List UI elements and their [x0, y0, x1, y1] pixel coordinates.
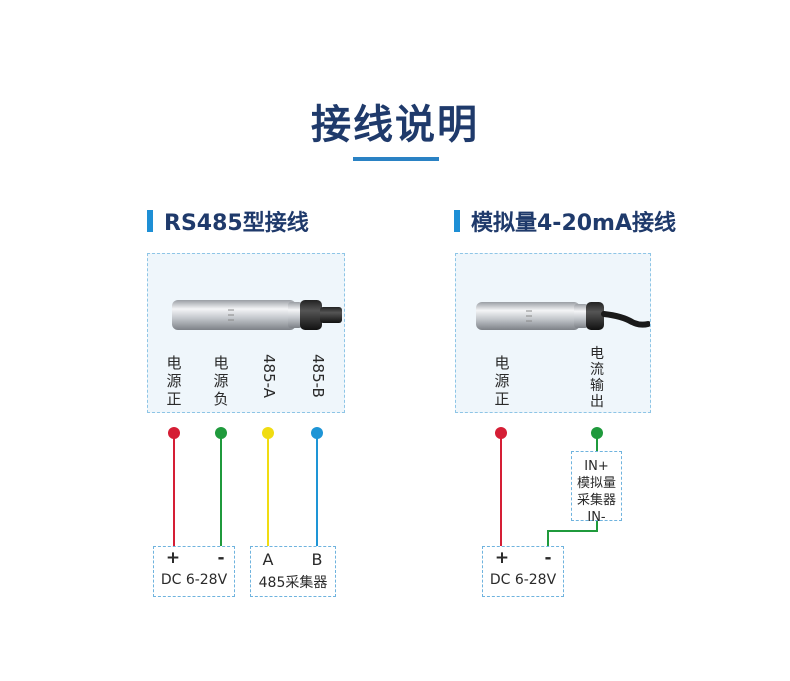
power-plus-symbol: +	[494, 548, 510, 568]
collector-label-collector: 采集器	[576, 493, 616, 508]
rs485-power-supply-box: + - DC 6-28V	[153, 546, 235, 597]
wire-current-output	[596, 433, 598, 451]
terminal-dot-green	[591, 427, 603, 439]
power-minus-symbol: -	[217, 548, 225, 568]
wire-power-positive	[500, 433, 502, 546]
pressure-transmitter-probe-icon	[476, 302, 650, 330]
title-underline	[353, 157, 439, 161]
analog-collector-box: IN+ 模拟量 采集器 IN-	[571, 451, 622, 525]
label-power-negative: 电源负	[213, 354, 229, 408]
terminal-dot-red	[495, 427, 507, 439]
wire-return-down	[547, 530, 549, 546]
label-485-b: 485-B	[309, 354, 327, 398]
rs485-collector-box: A B 485采集器	[250, 546, 336, 597]
wire-485-a	[267, 433, 269, 546]
wire-return-vertical	[596, 521, 598, 531]
terminal-dot-blue	[311, 427, 323, 439]
terminal-dot-green	[215, 427, 227, 439]
analog-power-supply-box: + - DC 6-28V	[482, 546, 564, 597]
terminal-dot-red	[168, 427, 180, 439]
power-plus-symbol: +	[165, 548, 181, 568]
wire-return-horizontal	[547, 530, 598, 532]
analog-sensor-panel: 电源正 电流输出	[455, 253, 651, 413]
collector-terminal-a: A	[262, 550, 274, 569]
analog-heading: 模拟量4-20mA接线	[454, 205, 676, 237]
power-voltage-caption: DC 6-28V	[160, 572, 228, 588]
analog-heading-text: 模拟量4-20mA接线	[471, 211, 677, 236]
heading-accent-bar	[147, 210, 153, 232]
rs485-heading: RS485型接线	[147, 205, 309, 237]
wire-485-b	[316, 433, 318, 546]
rs485-heading-text: RS485型接线	[164, 211, 309, 236]
label-current-output: 电流输出	[590, 346, 604, 410]
label-power-positive: 电源正	[166, 354, 182, 408]
collector-terminal-b: B	[311, 550, 323, 569]
wire-power-negative	[220, 433, 222, 546]
collector-in-minus: IN-	[587, 510, 606, 525]
page-title: 接线说明	[311, 102, 479, 148]
collector-in-plus: IN+	[584, 459, 609, 474]
label-power-positive: 电源正	[494, 354, 510, 408]
power-voltage-caption: DC 6-28V	[489, 572, 557, 588]
heading-accent-bar	[454, 210, 460, 232]
collector-caption: 485采集器	[258, 575, 328, 591]
label-485-a: 485-A	[260, 354, 278, 398]
terminal-dot-yellow	[262, 427, 274, 439]
power-minus-symbol: -	[544, 548, 552, 568]
wire-power-positive	[173, 433, 175, 546]
rs485-sensor-panel: 电源正 电源负 485-A 485-B	[147, 253, 345, 413]
pressure-transmitter-probe-icon	[172, 300, 342, 330]
collector-label-analog: 模拟量	[576, 476, 616, 491]
